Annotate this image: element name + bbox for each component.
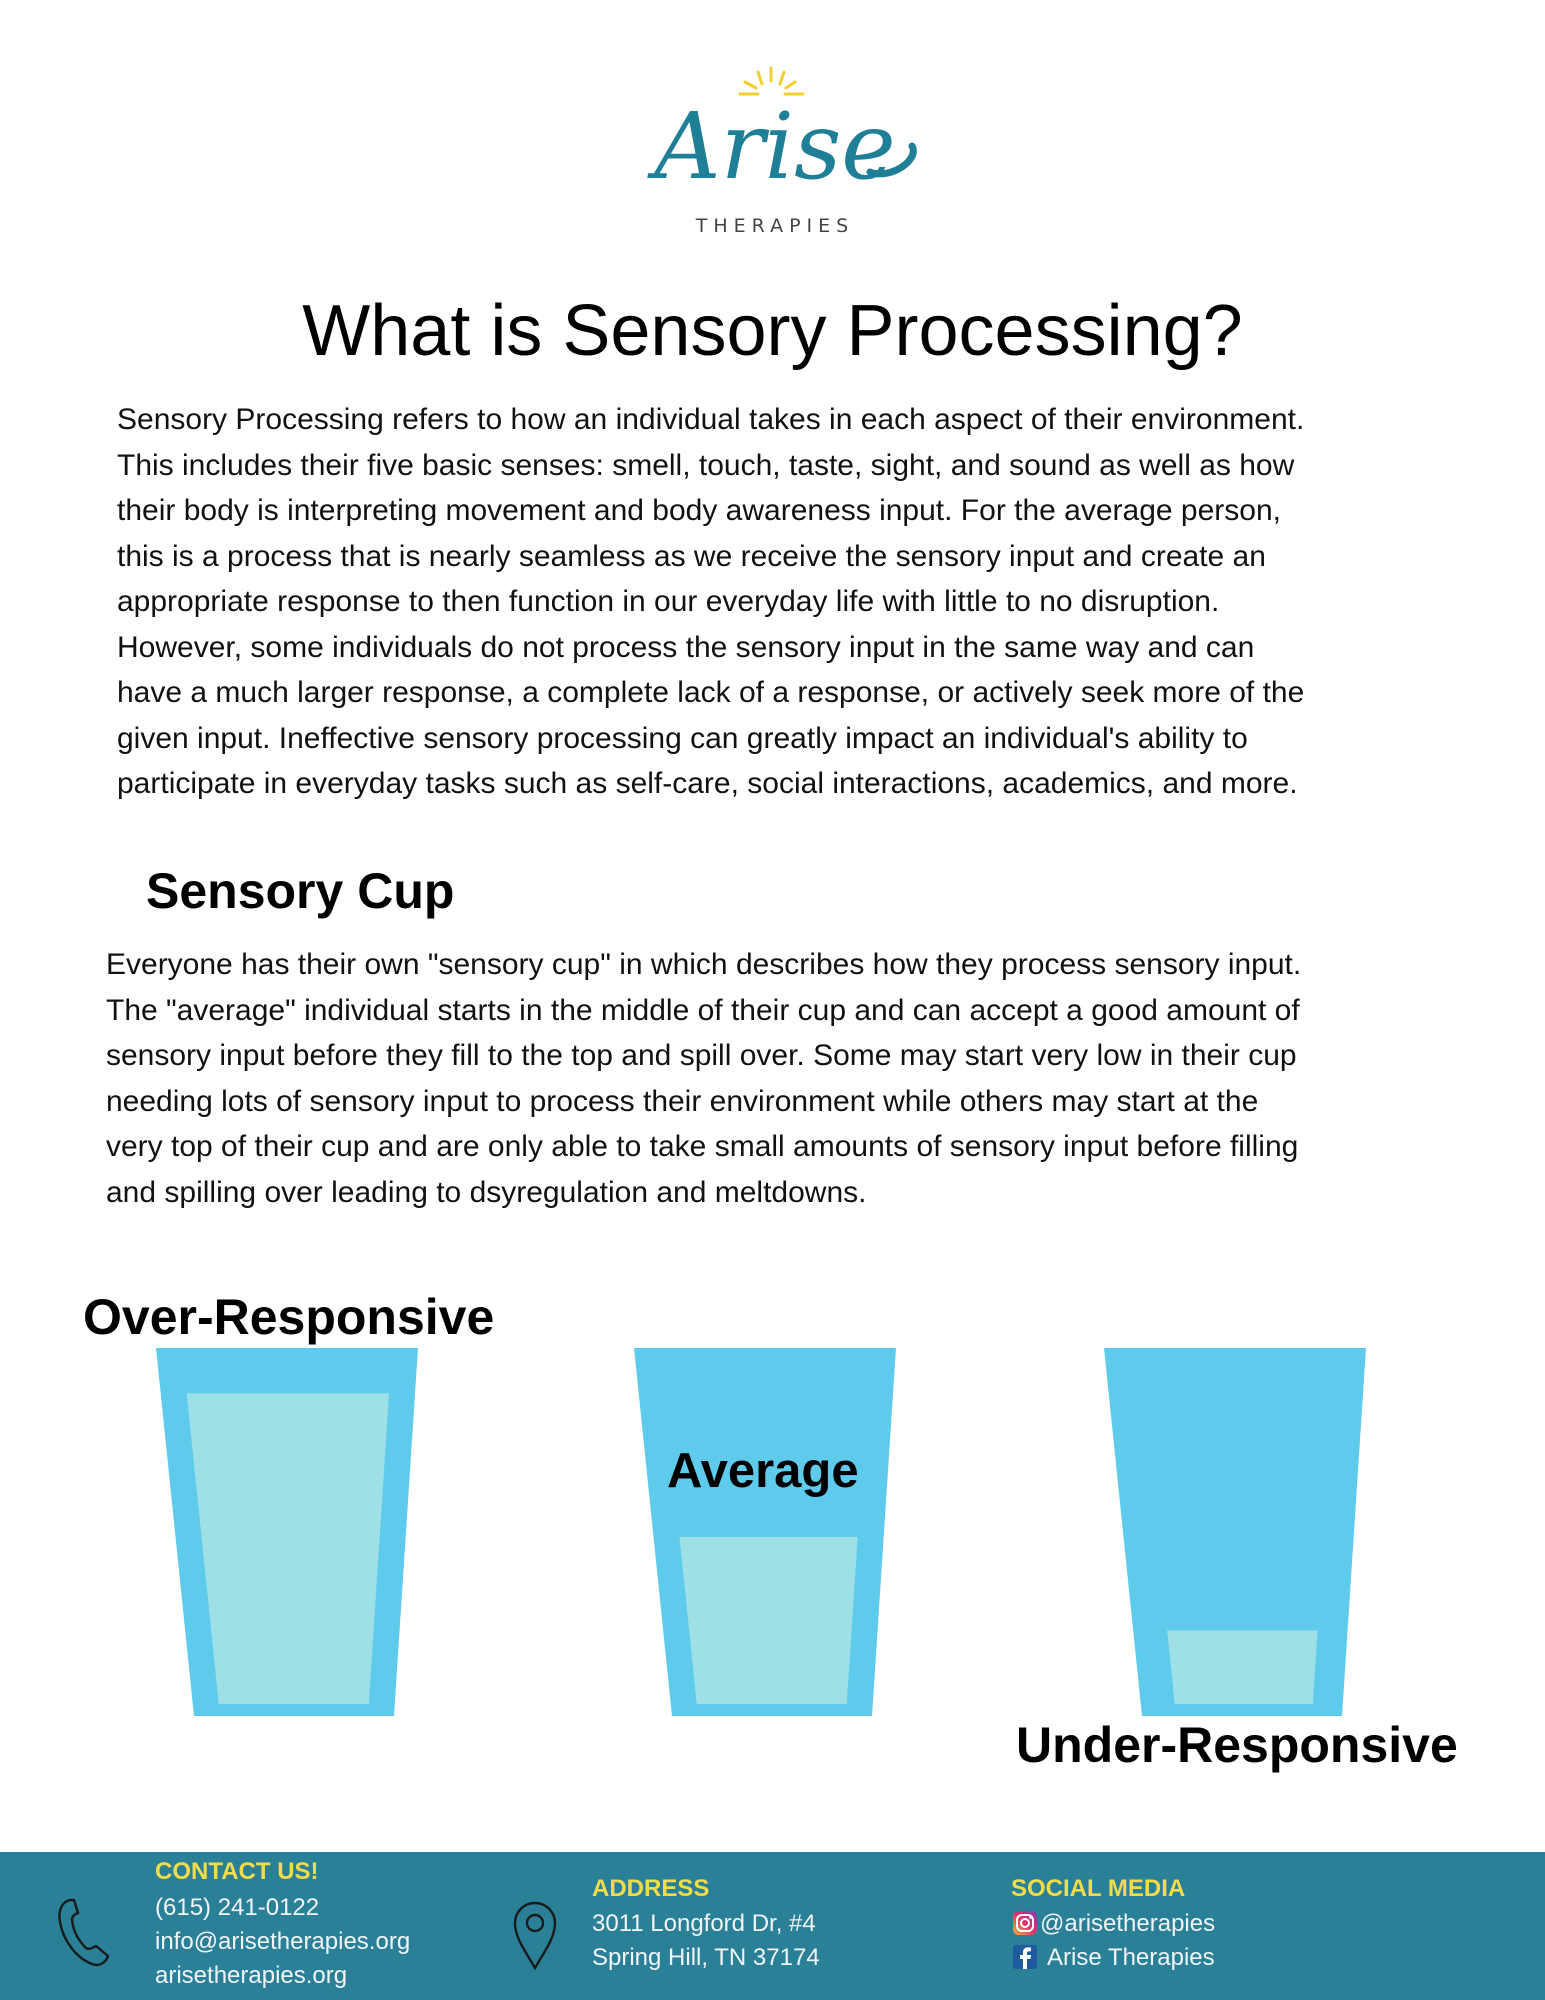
label-average: Average (667, 1444, 859, 1498)
intro-line: their body is interpreting movement and … (117, 494, 1281, 527)
cup-line: sensory input before they fill to the to… (106, 1039, 1297, 1072)
cup-fill (679, 1537, 858, 1704)
social-heading: SOCIAL MEDIA (1011, 1875, 1186, 1902)
sensory-cup-paragraph: Everyone has their own "sensory cup" in … (106, 942, 1301, 1215)
page-title: What is Sensory Processing? (302, 291, 1243, 371)
intro-line: have a much larger response, a complete … (117, 676, 1305, 709)
intro-line: Sensory Processing refers to how an indi… (117, 403, 1305, 436)
cup-over-responsive (156, 1348, 418, 1716)
section-heading-sensory-cup: Sensory Cup (146, 863, 455, 919)
logo-subtitle: THERAPIES (695, 215, 855, 237)
logo-wordmark: Arise (646, 93, 896, 200)
intro-line: However, some individuals do not process… (117, 630, 1255, 664)
facebook-icon[interactable] (1012, 1944, 1038, 1970)
label-over-responsive: Over-Responsive (83, 1289, 495, 1345)
intro-line: This includes their five basic senses: s… (117, 448, 1295, 482)
address-line-2: Spring Hill, TN 37174 (592, 1944, 820, 1971)
intro-line: given input. Ineffective sensory process… (117, 721, 1248, 755)
cup-under-responsive (1104, 1348, 1366, 1716)
instagram-handle[interactable]: @arisetherapies (1040, 1910, 1216, 1937)
logo: Arise THERAPIES (620, 60, 930, 245)
intro-line: appropriate response to then function in… (117, 585, 1220, 618)
phone-icon (58, 1898, 110, 1967)
cup-fill (1167, 1630, 1318, 1704)
cup-line: Everyone has their own "sensory cup" in … (106, 948, 1302, 981)
contact-phone[interactable]: (615) 241-0122 (155, 1894, 320, 1921)
arise-logo-mark: Arise (646, 66, 917, 200)
label-under-responsive: Under-Responsive (1016, 1717, 1458, 1773)
cup-line: The "average" individual starts in the m… (106, 993, 1300, 1027)
contact-heading: CONTACT US! (155, 1858, 319, 1885)
cup-fill (186, 1393, 390, 1704)
address-line-1: 3011 Longford Dr, #4 (592, 1910, 816, 1937)
intro-line: this is a process that is nearly seamles… (117, 539, 1266, 573)
sun-icon (738, 66, 805, 96)
contact-website[interactable]: arisetherapies.org (155, 1962, 348, 1989)
instagram-icon[interactable] (1012, 1910, 1038, 1936)
intro-line: participate in everyday tasks such as se… (117, 767, 1298, 800)
cup-line: very top of their cup and are only able … (106, 1130, 1299, 1163)
intro-paragraph: Sensory Processing refers to how an indi… (117, 397, 1304, 807)
cup-line: needing lots of sensory input to process… (106, 1084, 1259, 1118)
contact-email[interactable]: info@arisetherapies.org (155, 1928, 411, 1955)
footer: CONTACT US! (615) 241-0122 info@arisethe… (0, 1852, 1545, 2000)
facebook-page[interactable]: Arise Therapies (1047, 1944, 1215, 1971)
location-pin-icon (513, 1901, 557, 1970)
cup-average (634, 1348, 896, 1716)
address-heading: ADDRESS (592, 1875, 710, 1902)
cup-line: and spilling over leading to dsyregulati… (106, 1175, 867, 1209)
